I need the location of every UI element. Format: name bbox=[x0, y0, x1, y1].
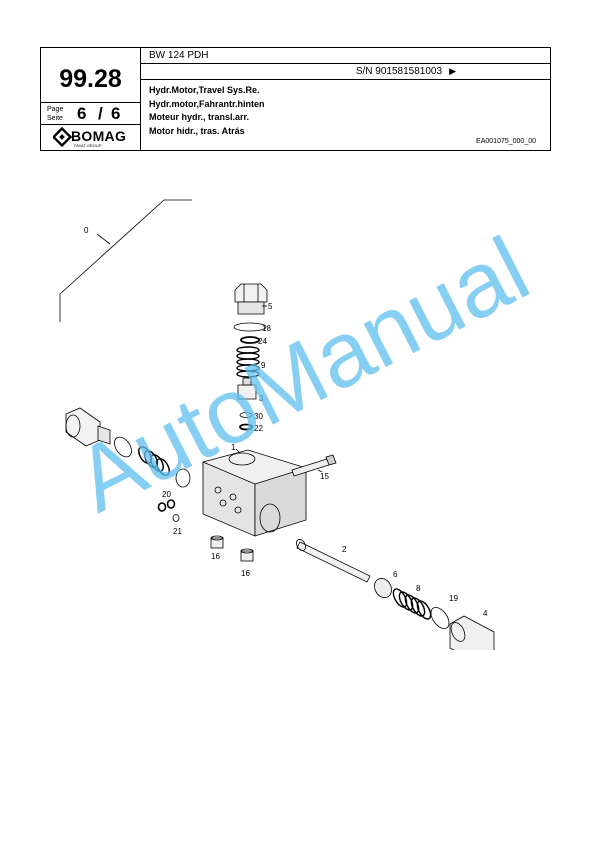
label-18: 18 bbox=[262, 324, 271, 333]
part-ring-30[interactable] bbox=[239, 412, 253, 418]
header-divider-1 bbox=[140, 63, 550, 64]
part-washer-6[interactable] bbox=[371, 575, 395, 600]
part-o-ring-19[interactable] bbox=[427, 604, 452, 632]
label-30: 30 bbox=[254, 412, 263, 421]
label-6: 6 bbox=[393, 570, 398, 579]
title-es: Motor hidr., tras. Atrás bbox=[149, 125, 245, 136]
label-8: 8 bbox=[416, 584, 421, 593]
part-spring-8[interactable] bbox=[391, 587, 434, 621]
title-fr: Moteur hydr., transl.arr. bbox=[149, 112, 250, 122]
part-plug-16a[interactable] bbox=[210, 535, 224, 549]
title-en: Hydr.Motor,Travel Sys.Re. bbox=[149, 85, 260, 95]
leader-0 bbox=[96, 233, 111, 245]
header-divider-2 bbox=[140, 79, 550, 80]
part-valve-3[interactable] bbox=[237, 377, 257, 400]
part-ring-20a[interactable] bbox=[157, 502, 167, 512]
next-arrow-icon[interactable]: ▶ bbox=[449, 66, 456, 76]
label-9: 9 bbox=[261, 361, 266, 370]
label-1: 1 bbox=[231, 443, 236, 452]
label-16b: 16 bbox=[241, 569, 250, 578]
bomag-logo-icon bbox=[53, 127, 73, 148]
part-spring-left[interactable] bbox=[136, 445, 172, 478]
label-2: 2 bbox=[342, 545, 347, 554]
part-spring-9[interactable] bbox=[236, 346, 260, 378]
label-22: 22 bbox=[254, 424, 263, 433]
part-plug-5[interactable] bbox=[234, 283, 268, 315]
page-total: 6 bbox=[111, 104, 121, 123]
header-divider-vertical bbox=[140, 48, 141, 150]
assembly-bracket bbox=[59, 199, 192, 322]
header-block: BW 124 PDH S/N 901581581003 ▶ 99.28 Page… bbox=[40, 47, 551, 151]
drawing-reference: EA001075_000_00 bbox=[476, 138, 536, 145]
part-fitting-left[interactable] bbox=[65, 407, 111, 447]
brand-subtitle: FAYAT GROUP bbox=[74, 143, 102, 148]
part-valve-block-1[interactable] bbox=[202, 449, 307, 537]
part-ring-24[interactable] bbox=[240, 336, 260, 344]
label-20: 20 bbox=[162, 490, 171, 499]
page-label: Page Seite bbox=[47, 105, 63, 123]
group-number: 99.28 bbox=[59, 65, 122, 93]
part-ring-20b[interactable] bbox=[166, 499, 176, 509]
part-ring-22[interactable] bbox=[239, 423, 253, 431]
header-divider-left-1 bbox=[41, 102, 140, 103]
page-current: 6 bbox=[77, 104, 87, 123]
part-plug-16b[interactable] bbox=[240, 548, 254, 562]
part-bolt-15[interactable] bbox=[291, 454, 337, 477]
part-titles: Hydr.Motor,Travel Sys.Re. Hydr.motor,Fah… bbox=[149, 84, 265, 138]
page-label-en: Page bbox=[47, 106, 64, 113]
brand-name: BOMAG bbox=[71, 128, 127, 144]
part-washer-left[interactable] bbox=[175, 468, 191, 488]
exploded-view-diagram: 0 5 18 24 9 3 30 22 1 15 20 21 16 16 2 6… bbox=[59, 199, 495, 650]
label-16a: 16 bbox=[211, 552, 220, 561]
label-3: 3 bbox=[259, 394, 264, 403]
label-15: 15 bbox=[320, 472, 329, 481]
label-0: 0 bbox=[84, 226, 89, 235]
part-o-ring-18[interactable] bbox=[233, 322, 267, 332]
serial-number: S/N 901581581003 bbox=[355, 66, 442, 77]
part-o-ring-left[interactable] bbox=[111, 434, 135, 460]
page-label-de: Seite bbox=[47, 115, 63, 122]
label-19: 19 bbox=[449, 594, 458, 603]
page-separator: / bbox=[98, 104, 103, 123]
label-5: 5 bbox=[268, 302, 273, 311]
label-21: 21 bbox=[173, 527, 182, 536]
header-divider-left-2 bbox=[41, 124, 140, 125]
label-4: 4 bbox=[483, 609, 488, 618]
part-ring-21[interactable] bbox=[172, 514, 180, 522]
part-spool-2[interactable] bbox=[295, 538, 371, 583]
label-24: 24 bbox=[258, 337, 267, 346]
title-de: Hydr.motor,Fahrantr.hinten bbox=[149, 98, 265, 109]
part-plug-4[interactable] bbox=[448, 615, 495, 650]
machine-model: BW 124 PDH bbox=[149, 50, 209, 61]
